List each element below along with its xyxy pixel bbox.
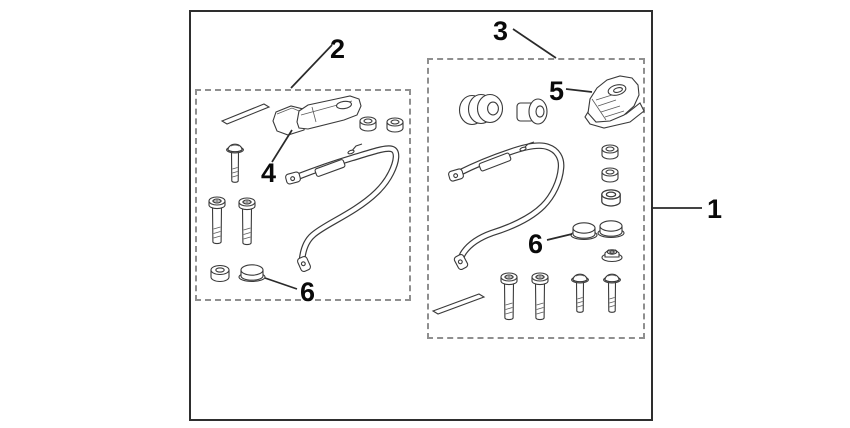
callout-6-left: 6: [300, 277, 316, 307]
part-stay-rail-left: [284, 143, 400, 273]
part-socket-bolt-right-2: [531, 272, 549, 321]
callout-leader-lines: [264, 28, 702, 290]
kit-box-right: [427, 58, 645, 339]
part-flange-bolt-right-1: [571, 273, 589, 313]
part-socket-bolt-left-2: [238, 197, 256, 246]
part-adhesive-strip-right: [431, 293, 486, 315]
part-mount-collar-right-2: [601, 167, 619, 183]
callout-2: 2: [330, 34, 346, 64]
part-flange-nut: [601, 249, 623, 263]
part-mount-collar-left-2: [386, 117, 404, 133]
part-socket-bolt-right-1: [500, 272, 518, 321]
part-grommet-roller: [458, 93, 504, 126]
outer-kit-box: [189, 10, 653, 421]
part-mount-collar-left-1: [359, 116, 377, 132]
callout-6-right: 6: [528, 229, 544, 259]
part-flanged-bushing: [516, 98, 548, 125]
callout-5: 5: [549, 76, 565, 106]
part-flange-bolt-left: [226, 143, 244, 183]
callout-1: 1: [707, 194, 723, 224]
part-rubber-cap-right-1: [570, 222, 598, 240]
part-latch-bracket-left: [272, 95, 362, 136]
kit-box-left: [195, 89, 411, 301]
part-mount-collar-right-3: [601, 189, 621, 207]
part-flange-bolt-right-2: [603, 273, 621, 313]
part-mount-collar-right-1: [601, 144, 619, 160]
callout-4: 4: [261, 158, 277, 188]
callout-3: 3: [493, 16, 509, 46]
part-striker-bracket: [584, 75, 645, 129]
part-rubber-cap-right-2: [597, 220, 625, 238]
part-socket-bolt-left-1: [208, 196, 226, 245]
part-rubber-cap-left: [238, 264, 266, 282]
part-stay-rail-right: [447, 141, 565, 272]
part-adhesive-strip-left: [220, 103, 271, 125]
part-spacer-collar-left: [210, 264, 230, 283]
